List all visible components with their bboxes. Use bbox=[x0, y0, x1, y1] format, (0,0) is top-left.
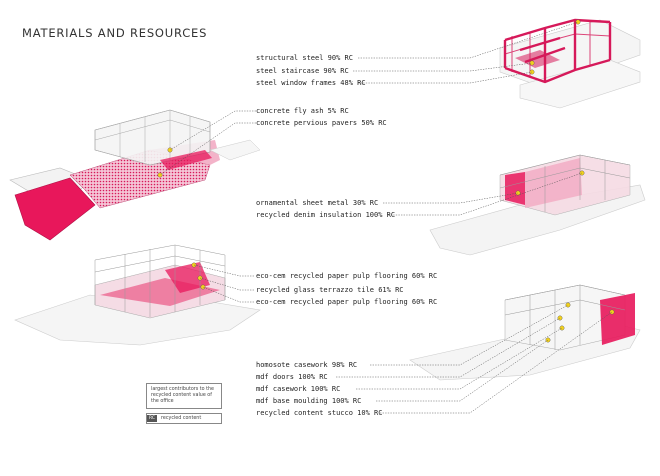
label-structural-steel: structural steel 90% RC bbox=[256, 54, 353, 62]
label-steel-staircase: steel staircase 90% RC bbox=[256, 67, 349, 75]
drawing-site-concrete bbox=[9, 109, 261, 241]
label-concrete-fly-ash: concrete fly ash 5% RC bbox=[256, 107, 349, 115]
rc-badge: RC bbox=[147, 415, 158, 422]
label-homosote-casework: homosote casework 98% RC bbox=[256, 361, 358, 369]
label-ornamental-sheet-metal: ornamental sheet metal 30% RC bbox=[256, 199, 379, 207]
label-steel-window-frames: steel window frames 48% RC bbox=[256, 79, 366, 87]
label-mdf-base-moulding: mdf base moulding 100% RC bbox=[256, 397, 362, 405]
legend-rc-label: recycled content bbox=[161, 416, 202, 421]
drawing-casework bbox=[409, 284, 641, 381]
label-paper-pulp-flooring-2: eco-cem recycled paper pulp flooring 60%… bbox=[256, 298, 438, 306]
legend-description: largest contributors to the recycled con… bbox=[146, 383, 222, 409]
leader-lines bbox=[159, 21, 613, 414]
label-glass-terrazzo-tile: recycled glass terrazzo tile 61% RC bbox=[256, 286, 404, 294]
legend-rc-row: RC recycled content bbox=[146, 413, 222, 424]
legend: largest contributors to the recycled con… bbox=[146, 383, 222, 424]
page-title: MATERIALS AND RESOURCES bbox=[22, 26, 208, 40]
drawing-facade-metal bbox=[429, 154, 646, 256]
label-mdf-doors: mdf doors 100% RC bbox=[256, 373, 328, 381]
label-recycled-stucco: recycled content stucco 10% RC bbox=[256, 409, 383, 417]
label-concrete-pervious-pavers: concrete pervious pavers 50% RC bbox=[256, 119, 387, 127]
label-paper-pulp-flooring-1: eco-cem recycled paper pulp flooring 60%… bbox=[256, 272, 438, 280]
label-recycled-denim-insulation: recycled denim insulation 100% RC bbox=[256, 211, 396, 219]
drawing-structure bbox=[499, 18, 641, 109]
drawing-interior-flooring bbox=[14, 244, 261, 346]
label-mdf-casework: mdf casework 100% RC bbox=[256, 385, 341, 393]
